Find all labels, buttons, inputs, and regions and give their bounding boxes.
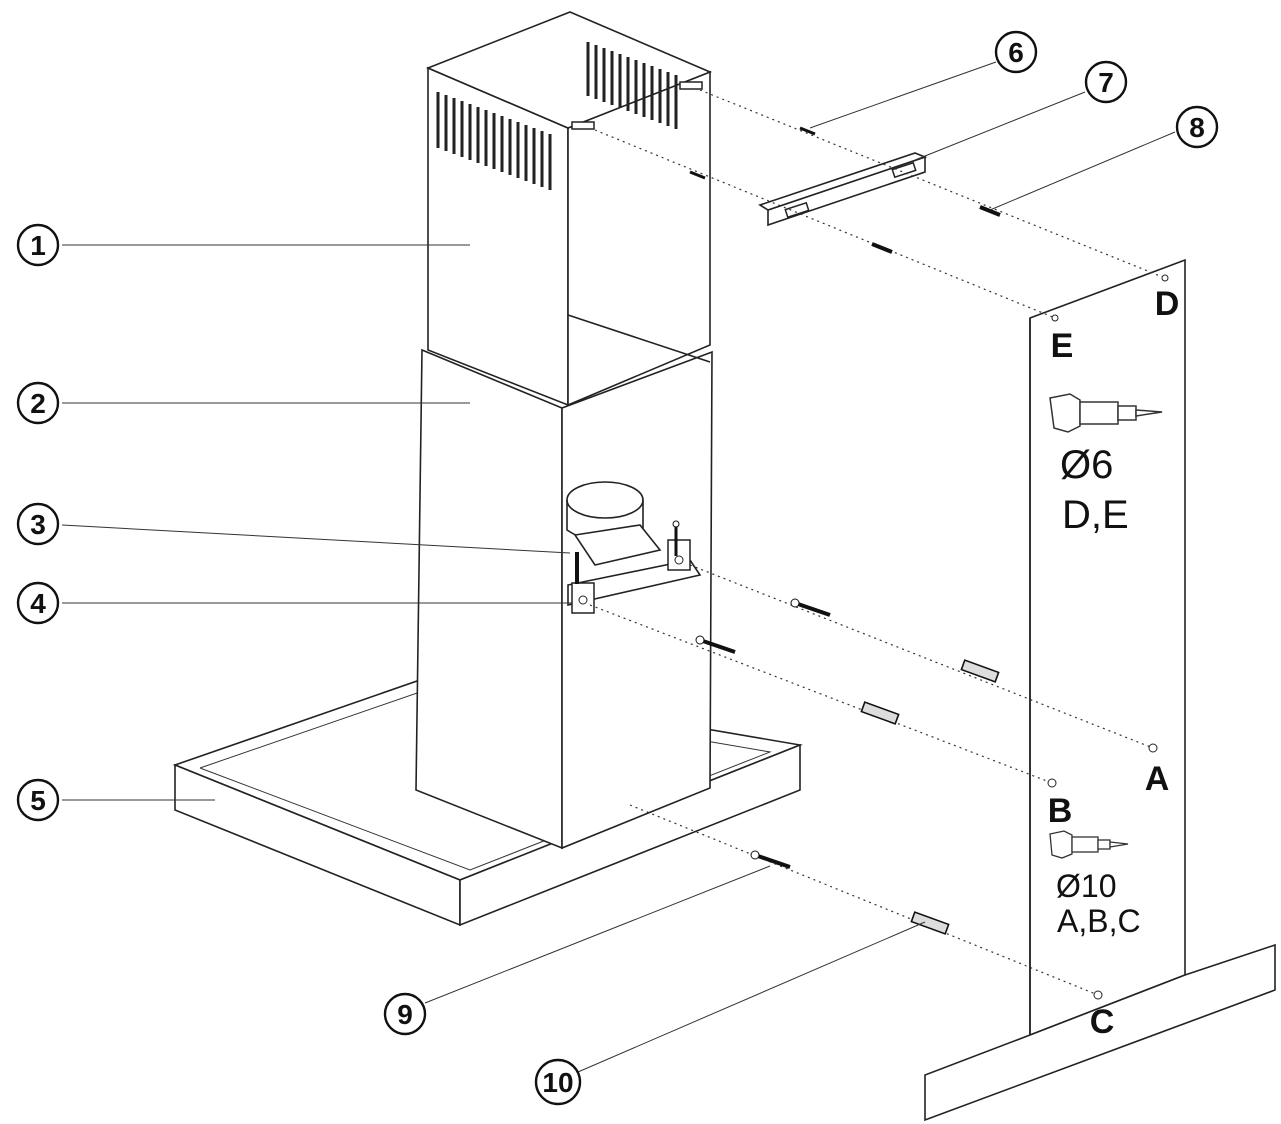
svg-text:1: 1 <box>30 230 46 261</box>
callout-2: 2 <box>16 381 60 425</box>
mounting-bracket <box>758 152 928 227</box>
drill-holes-upper: D,E <box>1062 493 1129 537</box>
fasteners <box>689 126 1001 935</box>
drill-icon <box>1049 393 1163 433</box>
alignment-lines <box>589 89 1166 996</box>
callout-10: 10 <box>534 1058 582 1106</box>
leader-lines <box>61 61 1176 1073</box>
wall-point-c: C <box>1090 1003 1115 1041</box>
wall-point-b: B <box>1048 792 1073 830</box>
callout-1: 1 <box>16 223 60 267</box>
drill-holes-lower: A,B,C <box>1057 903 1141 939</box>
callout-4: 4 <box>16 581 60 625</box>
wall-point-d: D <box>1155 285 1180 323</box>
svg-text:3: 3 <box>30 509 46 540</box>
svg-text:6: 6 <box>1008 37 1024 68</box>
callout-8: 8 <box>1175 105 1219 149</box>
motor-assembly <box>566 481 702 614</box>
svg-text:8: 8 <box>1189 112 1205 143</box>
svg-text:9: 9 <box>397 999 413 1030</box>
drill-diameter-lower: Ø10 <box>1056 868 1116 904</box>
chimney <box>415 11 713 850</box>
drill-icon <box>1049 830 1129 859</box>
svg-text:4: 4 <box>30 588 46 619</box>
wall-point-e: E <box>1051 327 1074 365</box>
svg-text:10: 10 <box>542 1067 573 1098</box>
svg-text:7: 7 <box>1098 67 1114 98</box>
callout-5: 5 <box>16 778 60 822</box>
callout-7: 7 <box>1084 60 1128 104</box>
wall-point-a: A <box>1145 760 1170 798</box>
svg-text:5: 5 <box>30 785 46 816</box>
vent-slots-right <box>586 42 678 129</box>
drill-diameter-upper: Ø6 <box>1060 443 1113 487</box>
vent-slots-left <box>436 92 552 190</box>
callout-9: 9 <box>383 992 427 1036</box>
svg-text:2: 2 <box>30 388 46 419</box>
callout-6: 6 <box>994 30 1038 74</box>
wall-holes <box>1047 274 1169 1000</box>
callout-3: 3 <box>16 502 60 546</box>
